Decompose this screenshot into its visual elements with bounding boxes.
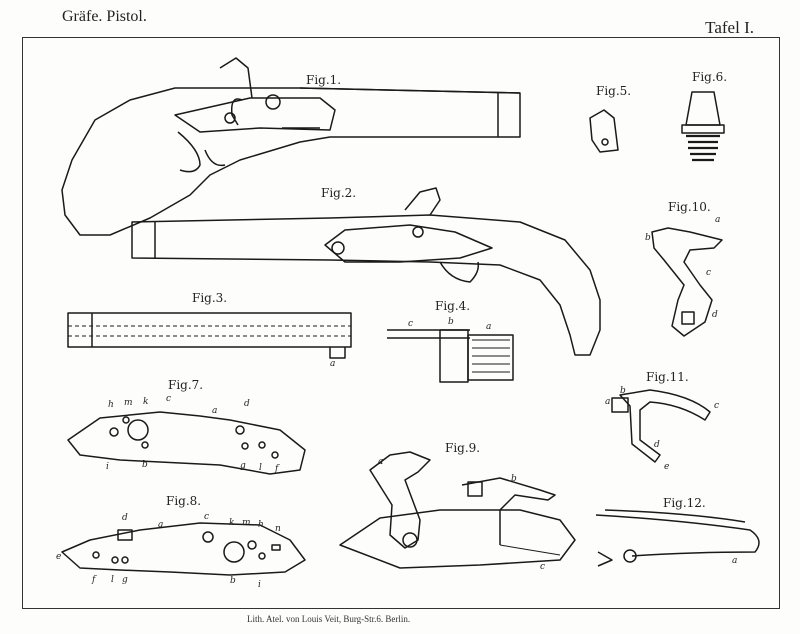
fig3-barrel-drawing: [67, 312, 352, 359]
fig8-letter-a: a: [158, 520, 164, 530]
fig1-caption: Fig.1.: [306, 73, 342, 87]
fig8-letter-m: m: [242, 518, 251, 528]
fig7-letter-k: k: [143, 397, 149, 407]
plate-title: Gräfe. Pistol.: [62, 8, 147, 25]
fig6-nipple-drawing: [681, 91, 725, 162]
fig7-letter-g: g: [240, 461, 246, 471]
fig10-hammer-drawing: [651, 227, 723, 337]
fig8-letter-e: e: [56, 552, 62, 562]
fig8-letter-l: l: [111, 575, 114, 585]
fig9-letter-a: a: [378, 457, 384, 467]
fig4-letter-a: a: [486, 322, 492, 332]
fig7-letter-m: m: [124, 398, 133, 408]
fig8-letter-f: f: [92, 575, 96, 585]
fig8-lockplate-drawing: [61, 522, 306, 576]
fig8-letter-h: h: [258, 520, 264, 530]
fig9-caption: Fig.9.: [445, 441, 481, 455]
plate-frame: [22, 37, 780, 609]
fig7-letter-b: b: [142, 460, 148, 470]
fig9-letter-b: b: [511, 474, 517, 484]
fig11-spring-drawing: [611, 389, 711, 463]
fig6-caption: Fig.6.: [692, 70, 728, 84]
fig3-caption: Fig.3.: [192, 291, 228, 305]
fig4-letter-c: c: [408, 319, 414, 329]
fig9-lock-drawing: [339, 451, 576, 569]
fig11-letter-a: a: [605, 397, 611, 407]
fig8-letter-d: d: [122, 513, 128, 523]
fig10-letter-b: b: [645, 233, 651, 243]
fig11-letter-e: e: [664, 462, 670, 472]
fig12-letter-a: a: [732, 556, 738, 566]
fig8-letter-i: i: [258, 580, 261, 590]
fig12-mainspring-drawing: [595, 509, 760, 567]
fig5-part-drawing: [589, 109, 619, 153]
fig4-breech-plug-drawing: [387, 329, 514, 383]
fig10-letter-a: a: [715, 215, 721, 225]
fig8-letter-k: k: [229, 518, 235, 528]
fig4-letter-b: b: [448, 317, 454, 327]
lithographer-imprint: Lith. Atel. von Louis Veit, Burg-Str.6. …: [247, 614, 411, 624]
fig12-caption: Fig.12.: [663, 496, 706, 510]
fig2-pistol-drawing: [131, 187, 601, 356]
fig11-letter-d: d: [654, 440, 660, 450]
fig10-caption: Fig.10.: [668, 200, 711, 214]
fig8-letter-b: b: [230, 576, 236, 586]
fig7-lockplate-drawing: [67, 411, 306, 475]
fig8-letter-c: c: [204, 512, 210, 522]
fig11-letter-b: b: [620, 386, 626, 396]
plate-number: Tafel I.: [705, 18, 754, 37]
fig7-letter-d: d: [244, 399, 250, 409]
fig11-letter-c: c: [714, 401, 720, 411]
fig4-caption: Fig.4.: [435, 299, 471, 313]
fig7-letter-h: h: [108, 400, 114, 410]
fig8-caption: Fig.8.: [166, 494, 202, 508]
fig7-caption: Fig.7.: [168, 378, 204, 392]
fig7-letter-a: a: [212, 406, 218, 416]
fig1-pistol-drawing: [61, 57, 521, 236]
fig7-letter-l: l: [259, 463, 262, 473]
fig7-letter-c: c: [166, 394, 172, 404]
fig8-letter-g: g: [122, 575, 128, 585]
fig8-letter-n: n: [275, 524, 281, 534]
fig2-caption: Fig.2.: [321, 186, 357, 200]
fig9-letter-c: c: [540, 562, 546, 572]
fig10-letter-c: c: [706, 268, 712, 278]
fig11-caption: Fig.11.: [646, 370, 689, 384]
fig10-letter-d: d: [712, 310, 718, 320]
fig5-caption: Fig.5.: [596, 84, 632, 98]
fig3-letter-a: a: [330, 359, 336, 369]
fig7-letter-i: i: [106, 462, 109, 472]
fig7-letter-f: f: [275, 464, 279, 474]
